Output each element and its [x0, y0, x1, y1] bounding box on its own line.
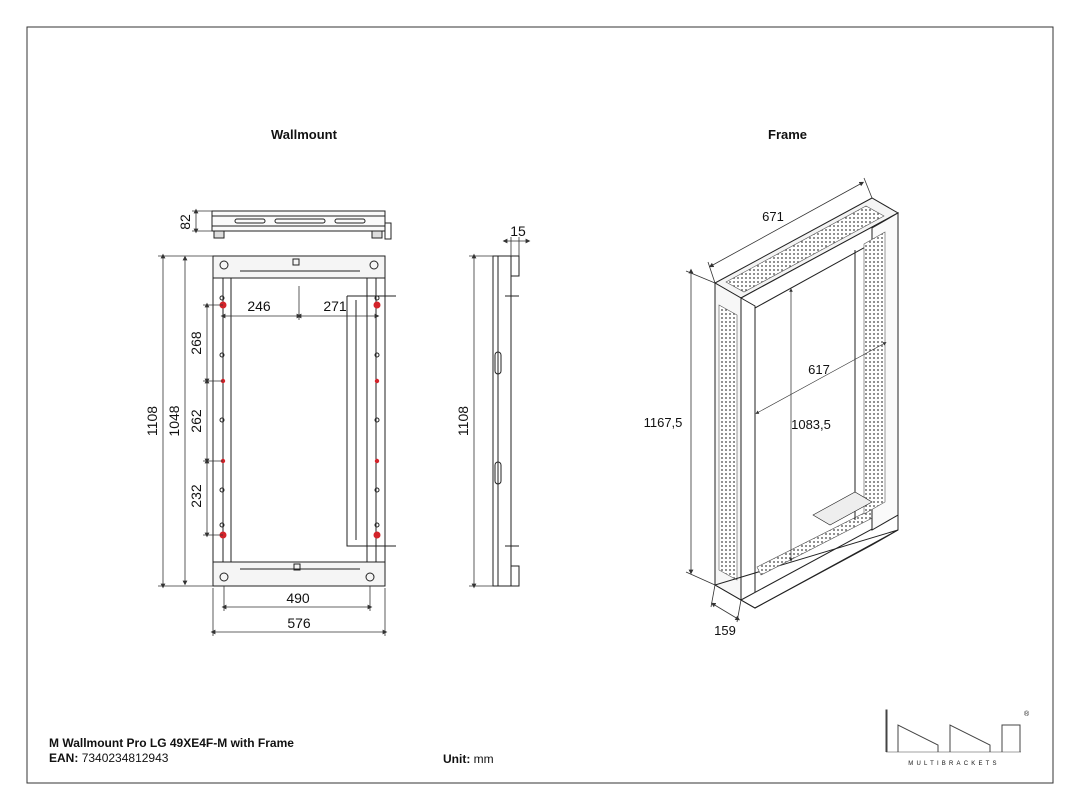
dim-label-inner-offset-right: 271	[323, 298, 347, 314]
unit-value: mm	[473, 752, 494, 766]
dim-label-overall-height: 1108	[144, 406, 160, 436]
ean-value: 7340234812943	[81, 751, 169, 765]
ean-line: EAN: 7340234812943	[49, 751, 168, 765]
dim-label-inner-offset-left: 246	[247, 298, 271, 314]
logo-registered-mark: ®	[1024, 710, 1030, 718]
product-name-text: M Wallmount Pro LG 49XE4F-M with Frame	[49, 736, 294, 750]
dim-label-overall-width: 576	[287, 615, 311, 631]
dim-label-side-thickness: 15	[510, 223, 526, 239]
dim-label-frame-inner-width: 617	[808, 362, 830, 377]
dim-label-spacing-2: 262	[188, 409, 204, 433]
dim-label-side-height: 1108	[455, 406, 471, 436]
frame-dim-lines	[685, 177, 887, 623]
dim-top-depth	[192, 208, 212, 234]
dim-label-frame-height: 1167,5	[644, 415, 683, 430]
dim-label-spacing-1: 268	[188, 331, 204, 355]
dim-label-spacing-3: 232	[188, 484, 204, 508]
dim-label-frame-depth: 159	[714, 623, 736, 638]
dim-label-inner-width: 490	[286, 590, 310, 606]
product-name: M Wallmount Pro LG 49XE4F-M with Frame	[49, 736, 294, 750]
unit-line: Unit: mm	[443, 752, 494, 766]
dim-label-top-depth: 82	[177, 214, 193, 230]
side-dim-lines	[469, 237, 531, 589]
sheet-border	[26, 26, 1054, 784]
frame-isometric-view	[713, 197, 900, 609]
logo-brand-text: MULTIBRACKETS	[908, 761, 1000, 767]
wallmount-view-title: Wallmount	[271, 127, 337, 142]
ean-label: EAN:	[49, 751, 79, 765]
unit-label: Unit:	[443, 752, 471, 766]
frame-view-title: Frame	[768, 127, 808, 142]
dim-label-hole-height: 1048	[166, 405, 182, 436]
wallmount-dim-lines	[158, 253, 388, 636]
dim-label-frame-inner-height: 1083,5	[791, 417, 831, 432]
wallmount-top-view	[211, 210, 392, 240]
multibrackets-logo-icon	[885, 709, 1021, 753]
wallmount-front-view	[212, 255, 396, 587]
dim-label-frame-width: 671	[762, 209, 784, 224]
wallmount-side-view	[492, 255, 520, 587]
